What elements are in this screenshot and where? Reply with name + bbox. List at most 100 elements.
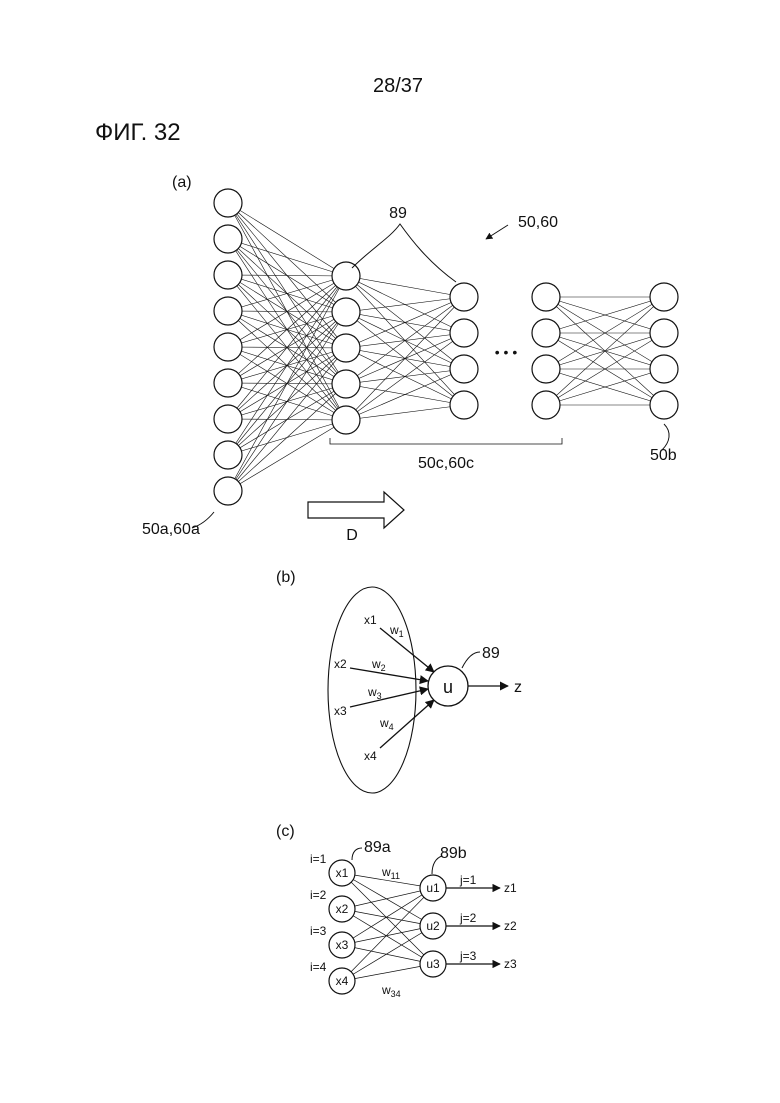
node-layer1-2 [332, 334, 360, 362]
network-ref-label: 50,60 [518, 214, 558, 231]
panel-c-nodes: x1 i=1 x2 i=2 x3 i=3 x4 i=4 u1 j=1 z1 u2 j=2 z2 u3 j=3 z… [310, 852, 517, 994]
input-index-label: i=2 [310, 888, 327, 902]
output-node-label: u3 [426, 957, 440, 971]
input-arrow-x2 [350, 668, 428, 681]
neuron-ref-label: 89 [482, 645, 500, 662]
input-node-label: x1 [336, 866, 349, 880]
panel-b-label: (b) [276, 569, 296, 586]
input-node-label: x3 [336, 938, 349, 952]
input-x4-label: x4 [364, 749, 377, 763]
connection-0-6-0 [228, 276, 346, 419]
connection-0-4-0 [228, 276, 346, 347]
node-layer3-0 [532, 283, 560, 311]
node-layer0-4 [214, 333, 242, 361]
panel-b-single-neuron: (b) x1 x2 x3 x4 w1 w2 w3 w4 u 89 z [276, 569, 522, 793]
sheet-number: 28/37 [373, 75, 423, 97]
output-node-label: u1 [426, 881, 440, 895]
connection-x3-u2 [342, 926, 433, 945]
output-z-label: z [514, 679, 522, 696]
input-x1-label: x1 [364, 613, 377, 627]
node-layer4-0 [650, 283, 678, 311]
input-layer-label: 50a,60a [142, 521, 200, 538]
node-layer0-5 [214, 369, 242, 397]
node-layer4-1 [650, 319, 678, 347]
connection-0-8-2 [228, 348, 346, 491]
node-layer0-6 [214, 405, 242, 433]
connection-0-0-0 [228, 203, 346, 276]
node-layer2-3 [450, 391, 478, 419]
input-index-label: i=3 [310, 924, 327, 938]
node-layer3-3 [532, 391, 560, 419]
connection-1-0-0 [346, 276, 464, 297]
node-layer4-3 [650, 391, 678, 419]
connection-0-8-3 [228, 384, 346, 491]
connection-0-5-0 [228, 276, 346, 383]
node-layer3-1 [532, 319, 560, 347]
connection-x3-u3 [342, 945, 433, 964]
node-layer0-0 [214, 189, 242, 217]
panel-a-label: (a) [172, 174, 192, 191]
connection-0-8-4 [228, 420, 346, 491]
input-node-label: x2 [336, 902, 349, 916]
output-result-label: z3 [504, 957, 517, 971]
output-result-label: z1 [504, 881, 517, 895]
weight-w4-label: w4 [379, 716, 394, 732]
hidden-layers-label: 50c,60c [418, 455, 474, 472]
node-layer3-2 [532, 355, 560, 383]
node-layer4-2 [650, 355, 678, 383]
node-layer2-2 [450, 355, 478, 383]
node-layer1-4 [332, 406, 360, 434]
connection-0-8-0 [228, 276, 346, 491]
connection-0-8-1 [228, 312, 346, 491]
node-layer0-2 [214, 261, 242, 289]
panel-c-connections [342, 873, 433, 981]
weight-w1-label: w1 [389, 623, 404, 639]
hidden-layers-brace [330, 438, 562, 444]
layers-ellipsis: • • • [495, 344, 518, 360]
figure-title: ФИГ. 32 [95, 119, 181, 146]
connection-0-7-0 [228, 276, 346, 455]
connection-x1-u3 [342, 873, 433, 964]
output-result-label: z2 [504, 919, 517, 933]
weight-w11-label: w11 [381, 865, 400, 881]
direction-arrow [308, 492, 404, 528]
neuron-u-label: u [443, 677, 453, 697]
neuron-group-label: 89 [389, 205, 407, 222]
node-layer0-3 [214, 297, 242, 325]
panel-c-label: (c) [276, 823, 295, 840]
panel-a-network: (a) 89 50,60 • • • 50c,60c 50b 50a,60a D [142, 174, 678, 544]
output-index-label: j=1 [459, 873, 477, 887]
node-layer2-0 [450, 283, 478, 311]
neuron-ref-leader [462, 652, 480, 668]
node-layer0-7 [214, 441, 242, 469]
weight-w34-label: w34 [381, 983, 401, 999]
output-index-label: j=3 [459, 949, 477, 963]
input-group-ref: 89a [364, 839, 391, 856]
connection-0-1-0 [228, 239, 346, 276]
input-arrow-x1 [380, 628, 434, 672]
input-index-label: i=4 [310, 960, 327, 974]
input-index-label: i=1 [310, 852, 327, 866]
output-node-label: u2 [426, 919, 440, 933]
output-layer-label: 50b [650, 447, 677, 464]
neuron-group-brace [352, 224, 456, 282]
connection-0-3-0 [228, 276, 346, 311]
network-ref-arrow [486, 225, 508, 239]
direction-label: D [346, 527, 358, 544]
panel-c-layer: (c) x1 i=1 x2 i=2 x3 i=3 x4 i=4 u1 j=1 z1 u2 j=2 z2 u3… [276, 823, 517, 999]
node-layer1-3 [332, 370, 360, 398]
node-layer1-0 [332, 262, 360, 290]
input-node-label: x4 [336, 974, 349, 988]
connection-x2-u1 [342, 888, 433, 909]
weight-w3-label: w3 [367, 685, 382, 701]
input-x3-label: x3 [334, 704, 347, 718]
node-layer1-1 [332, 298, 360, 326]
input-x2-label: x2 [334, 657, 347, 671]
weight-w2-label: w2 [371, 657, 386, 673]
node-layer2-1 [450, 319, 478, 347]
node-layer0-1 [214, 225, 242, 253]
panel-a-connections [228, 203, 664, 491]
output-index-label: j=2 [459, 911, 477, 925]
output-group-ref: 89b [440, 845, 467, 862]
